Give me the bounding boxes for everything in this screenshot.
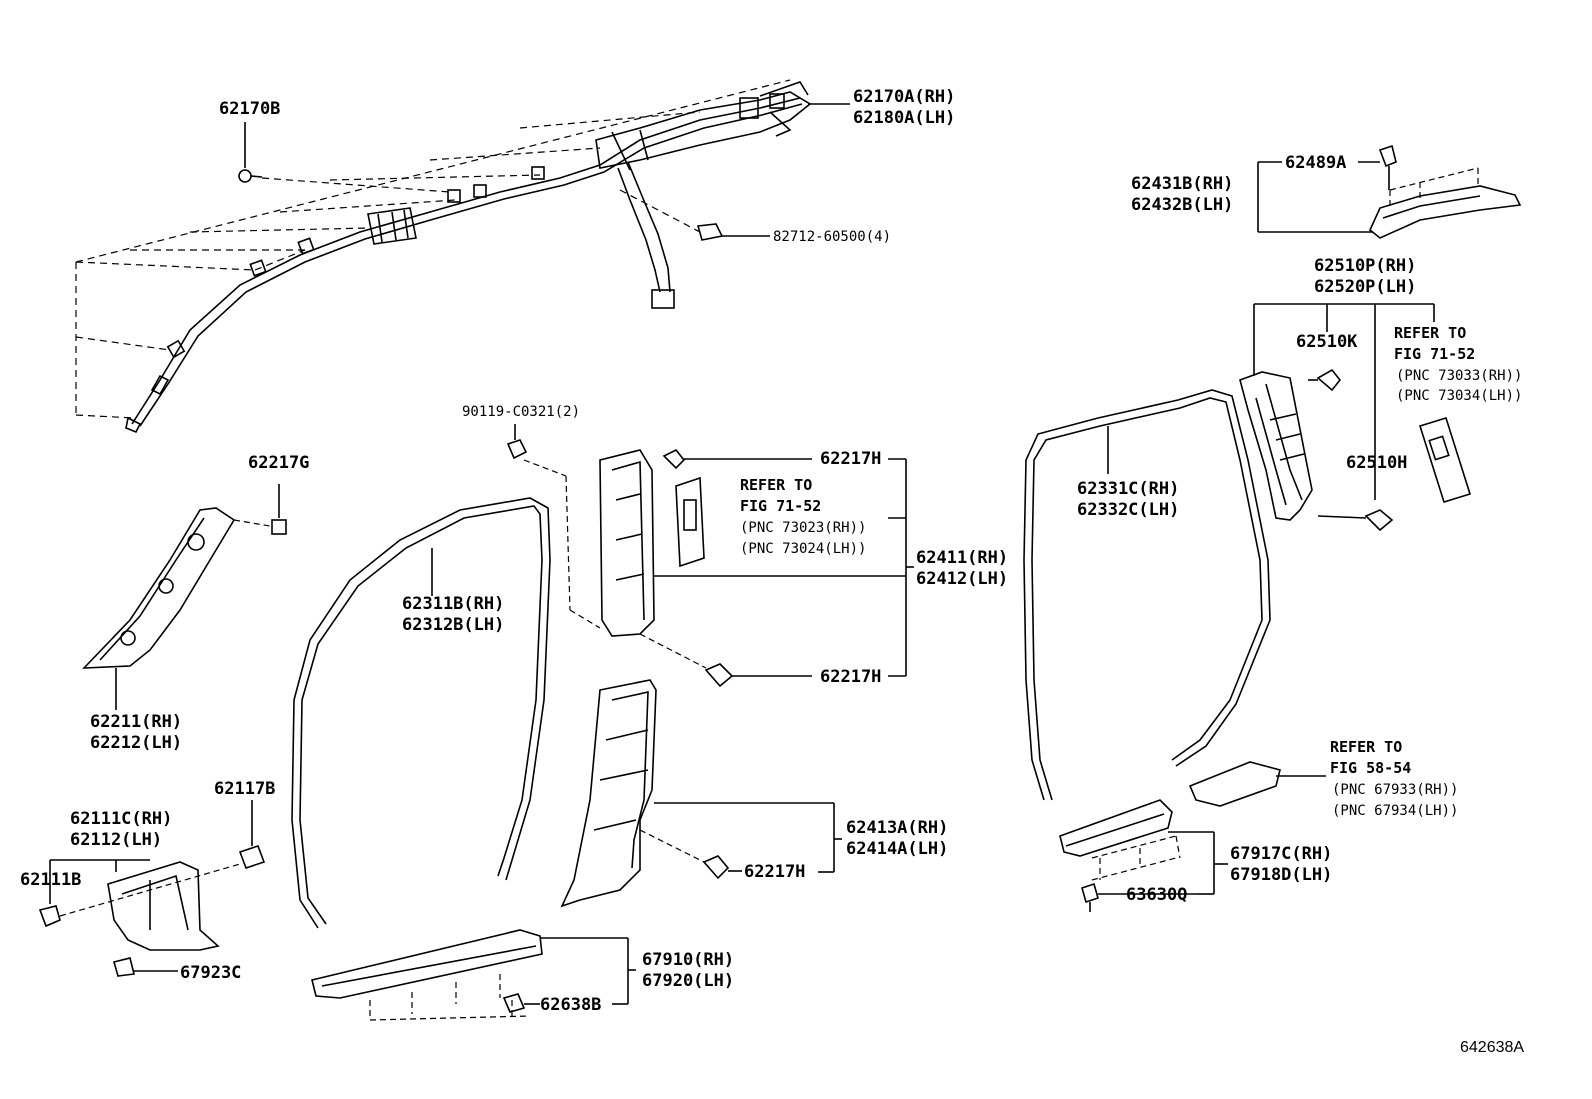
ref2-line2: FIG 71-52 (1394, 345, 1476, 363)
callout-62170A[interactable]: 62170A(RH) (853, 87, 956, 107)
callout-82712[interactable]: 82712-60500(4) (773, 229, 892, 245)
callout-62412[interactable]: 62412(LH) (916, 569, 1009, 589)
callout-62211[interactable]: 62211(RH) (90, 712, 183, 732)
ref3-pnc1: (PNC 67933(RH)) (1332, 782, 1459, 798)
callout-62510K[interactable]: 62510K (1296, 332, 1358, 352)
callout-67920[interactable]: 67920(LH) (642, 971, 735, 991)
callout-62312B[interactable]: 62312B(LH) (402, 615, 505, 635)
callout-67918D[interactable]: 67918D(LH) (1230, 865, 1333, 885)
rear-door-weatherstrip-drawing (1023, 389, 1271, 801)
callout-62112[interactable]: 62112(LH) (70, 830, 163, 850)
cowl-side-trim-drawing (38, 800, 266, 977)
center-pillar-upper-drawing (506, 424, 914, 688)
callout-62217H-mid[interactable]: 62217H (820, 667, 882, 687)
callout-67910[interactable]: 67910(RH) (642, 950, 735, 970)
callout-62332C[interactable]: 62332C(LH) (1077, 500, 1180, 520)
callout-62217H-low[interactable]: 62217H (744, 862, 806, 882)
front-pillar-garnish-drawing (82, 484, 287, 710)
front-door-weatherstrip-drawing (291, 497, 551, 929)
callout-62510P[interactable]: 62510P(RH) (1314, 256, 1417, 276)
roof-side-trim-drawing (1257, 144, 1522, 239)
curtain-airbag-drawing (75, 79, 850, 434)
callout-67917C[interactable]: 67917C(RH) (1230, 844, 1333, 864)
rear-pillar-trim-drawing (1239, 303, 1472, 532)
ref2-pnc1: (PNC 73033(RH)) (1396, 368, 1523, 384)
ref1-line2: FIG 71-52 (740, 497, 822, 515)
callout-62414A[interactable]: 62414A(LH) (846, 839, 949, 859)
ref3-pnc2: (PNC 67934(LH)) (1332, 803, 1459, 819)
callout-62117B[interactable]: 62117B (214, 779, 276, 799)
callout-62311B[interactable]: 62311B(RH) (402, 594, 505, 614)
callout-62431B[interactable]: 62431B(RH) (1131, 174, 1234, 194)
ref3-line1: REFER TO (1330, 738, 1403, 756)
ref1-line1: REFER TO (740, 476, 813, 494)
callout-62520P[interactable]: 62520P(LH) (1314, 277, 1417, 297)
callout-62217G[interactable]: 62217G (248, 453, 310, 473)
callout-62432B[interactable]: 62432B(LH) (1131, 195, 1234, 215)
callout-62510H[interactable]: 62510H (1346, 453, 1408, 473)
front-scuff-plate-drawing (311, 929, 636, 1021)
callout-62489A[interactable]: 62489A (1285, 153, 1347, 173)
callout-63630Q[interactable]: 63630Q (1126, 885, 1188, 905)
callout-62180A[interactable]: 62180A(LH) (853, 108, 956, 128)
ref1-pnc2: (PNC 73024(LH)) (740, 541, 867, 557)
ref1-pnc1: (PNC 73023(RH)) (740, 520, 867, 536)
ref2-pnc2: (PNC 73034(LH)) (1396, 388, 1523, 404)
callout-62331C[interactable]: 62331C(RH) (1077, 479, 1180, 499)
callout-62638B[interactable]: 62638B (540, 995, 602, 1015)
callout-62411[interactable]: 62411(RH) (916, 548, 1009, 568)
callout-62217H-top[interactable]: 62217H (820, 449, 882, 469)
callout-62111C[interactable]: 62111C(RH) (70, 809, 173, 829)
callout-62413A[interactable]: 62413A(RH) (846, 818, 949, 838)
callout-90119[interactable]: 90119-C0321(2) (462, 404, 581, 420)
callout-62212[interactable]: 62212(LH) (90, 733, 183, 753)
center-pillar-lower-drawing (560, 679, 842, 908)
callout-62170B[interactable]: 62170B (219, 99, 281, 119)
ref3-line2: FIG 58-54 (1330, 759, 1412, 777)
callout-62111B[interactable]: 62111B (20, 870, 82, 890)
callout-67923C[interactable]: 67923C (180, 963, 242, 983)
ref2-line1: REFER TO (1394, 324, 1467, 342)
figure-id: 642638A (1460, 1039, 1525, 1056)
rear-scuff-plate-drawing (1059, 761, 1326, 912)
